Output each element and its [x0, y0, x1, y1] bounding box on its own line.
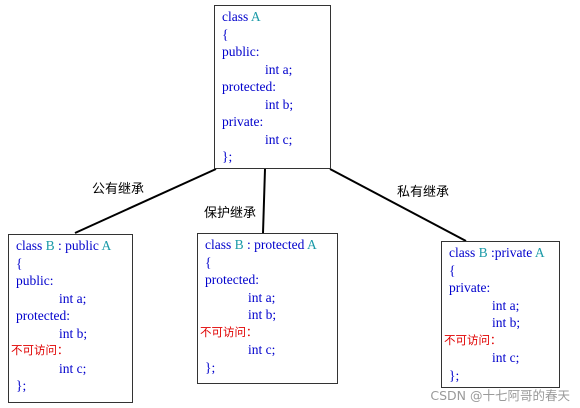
code-text: }; [16, 378, 27, 393]
code-line: int b; [442, 314, 559, 332]
code-text: { [449, 262, 456, 278]
code-text: protected: [16, 308, 70, 323]
code-text: }; [449, 367, 460, 383]
code-line: }; [9, 377, 132, 395]
code-line: class B :private A [442, 244, 559, 262]
code-line: }; [198, 359, 337, 377]
code-text: }; [222, 149, 233, 164]
code-line: { [9, 255, 132, 273]
code-line: public: [9, 272, 132, 290]
code-line: int b; [9, 325, 132, 343]
code-text: protected: [205, 272, 259, 287]
code-text: private: [449, 280, 491, 295]
code-line: int b; [198, 306, 337, 324]
inaccessible-label: 不可访问： [198, 324, 337, 342]
csdn-watermark: CSDN @十七阿哥的春天 [430, 388, 570, 403]
code-text: 不可访问： [200, 324, 258, 339]
code-text: int b; [248, 307, 277, 322]
code-line: int a; [9, 290, 132, 308]
code-line: private: [215, 113, 330, 131]
code-text: :private [487, 245, 535, 260]
class-name: B [234, 237, 244, 252]
code-text: int b; [265, 96, 294, 112]
edge-label-public: 公有继承 [92, 182, 145, 197]
code-line: int a; [442, 297, 559, 315]
class-name: A [101, 238, 112, 253]
code-text: class [16, 238, 46, 253]
private-derived-class-box: class B :private A{private:int a;int b;不… [441, 241, 560, 388]
code-text: int c; [59, 360, 87, 376]
code-text: public: [222, 44, 260, 59]
code-line: protected: [198, 271, 337, 289]
class-name: A [534, 245, 545, 260]
inaccessible-label: 不可访问： [9, 342, 132, 360]
code-line: { [198, 254, 337, 272]
code-line: int c; [215, 131, 330, 149]
class-name: A [250, 9, 261, 24]
class-name: B [45, 238, 55, 253]
class-name: A [307, 237, 317, 252]
code-text: { [205, 254, 212, 270]
code-line: class A [215, 8, 330, 26]
code-line: protected: [215, 78, 330, 96]
code-line: { [442, 262, 559, 280]
code-text: 不可访问： [444, 332, 502, 347]
class-name: B [478, 245, 488, 260]
code-text: protected: [222, 79, 276, 94]
code-line: int c; [9, 360, 132, 378]
code-line: class B : protected A [198, 236, 337, 254]
code-text: class [222, 9, 251, 24]
code-line: }; [442, 367, 559, 385]
code-line: int a; [215, 61, 330, 79]
code-text: int b; [492, 315, 521, 330]
code-text: }; [205, 359, 216, 375]
code-line: int b; [215, 96, 330, 114]
code-text: class [205, 237, 235, 252]
code-text: int a; [59, 290, 87, 306]
code-text: int c; [265, 131, 293, 147]
connector-private [329, 168, 467, 242]
public-derived-class-box: class B : public A{public:int a;protecte… [8, 234, 133, 403]
edge-label-private: 私有继承 [397, 185, 450, 200]
code-text: : public [54, 238, 102, 253]
code-text: : protected [243, 237, 307, 252]
connector-public [74, 168, 217, 234]
code-text: public: [16, 273, 54, 288]
code-text: class [449, 245, 479, 260]
code-text: { [16, 255, 23, 271]
code-line: public: [215, 43, 330, 61]
code-line: { [215, 26, 330, 44]
code-line: private: [442, 279, 559, 297]
code-text: { [222, 26, 229, 42]
code-line: int a; [198, 289, 337, 307]
edge-label-protected: 保护继承 [204, 206, 257, 221]
code-text: 不可访问： [11, 343, 69, 357]
code-text: int a; [492, 297, 520, 313]
base-class-box: class A{public:int a;protected:int b;pri… [214, 5, 331, 169]
code-line: class B : public A [9, 237, 132, 255]
connector-protected [262, 168, 266, 234]
protected-derived-class-box: class B : protected A{protected:int a;in… [197, 233, 338, 384]
code-text: int c; [248, 342, 276, 357]
code-line: int c; [442, 349, 559, 367]
code-text: int c; [492, 350, 520, 365]
inaccessible-label: 不可访问： [442, 332, 559, 350]
code-text: int a; [248, 289, 276, 305]
code-text: int b; [59, 325, 88, 341]
code-text: int a; [265, 61, 293, 77]
code-line: }; [215, 148, 330, 166]
code-line: int c; [198, 341, 337, 359]
code-line: protected: [9, 307, 132, 325]
code-text: private: [222, 114, 264, 129]
